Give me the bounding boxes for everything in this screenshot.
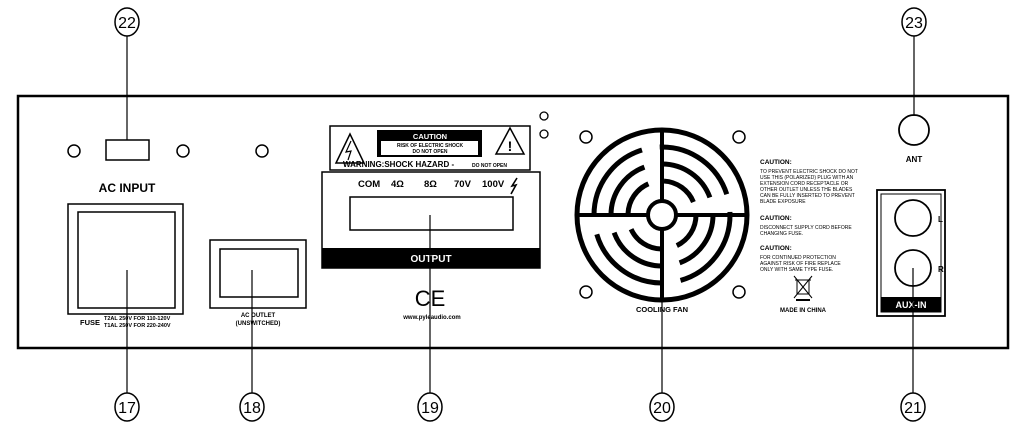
caution-3-line: ONLY WITH SAME TYPE FUSE. xyxy=(760,267,833,273)
callout-21-number: 21 xyxy=(904,400,922,417)
fuse-rating-1: T2AL 250V FOR 110-120V xyxy=(104,316,171,322)
caution-1-line: BLADE EXPOSURE xyxy=(760,199,806,205)
callout-21: 21 xyxy=(900,268,926,422)
output-label: OUTPUT xyxy=(410,254,451,265)
fan-screw xyxy=(579,285,593,299)
caution-block-2: CAUTION: DISCONNECT SUPPLY CORD BEFORE C… xyxy=(760,215,852,237)
caution-1-line: CAN BE FULLY INSERTED TO PREVENT xyxy=(760,193,855,199)
terminal-100v: 100V xyxy=(482,179,505,190)
caution-2-line: DISCONNECT SUPPLY CORD BEFORE xyxy=(760,225,852,231)
ac-input-socket-frame xyxy=(67,203,184,315)
aux-left-label: L xyxy=(938,215,943,224)
caution-1-title: CAUTION: xyxy=(760,159,792,166)
risk-text: RISK OF ELECTRIC SHOCK xyxy=(397,143,464,149)
callout-18-number: 18 xyxy=(243,400,261,417)
ac-outlet-label: AC OUTLET xyxy=(241,313,276,319)
ac-outlet-frame xyxy=(209,239,307,309)
caution-3-line: AGAINST RISK OF FIRE REPLACE xyxy=(760,261,841,267)
fan-screw xyxy=(579,130,593,144)
aux-in-panel: L R AUX-IN xyxy=(876,189,946,317)
chassis-outline xyxy=(16,94,1010,350)
screw-hole xyxy=(539,129,549,139)
callout-17: 17 xyxy=(114,270,140,422)
caution-1-line: TO PREVENT ELECTRIC SHOCK DO NOT xyxy=(760,169,858,175)
ac-outlet-socket[interactable] xyxy=(219,248,299,298)
caution-2-title: CAUTION: xyxy=(760,215,792,222)
callout-19: 19 xyxy=(417,215,443,422)
lightning-warning-icon xyxy=(334,132,366,164)
screw-hole xyxy=(176,144,190,158)
fan-screw xyxy=(732,130,746,144)
aux-right-label: R xyxy=(938,265,944,274)
callout-18: 18 xyxy=(239,270,265,422)
made-in-china: MADE IN CHINA xyxy=(780,308,827,314)
callout-20-number: 20 xyxy=(653,400,671,417)
shock-hazard-text: WARNING:SHOCK HAZARD - xyxy=(343,160,454,169)
speaker-terminal-block[interactable] xyxy=(349,196,514,231)
fuse-label: FUSE xyxy=(80,318,100,327)
do-not-open-text: DO NOT OPEN xyxy=(412,149,447,155)
terminal-4ohm: 4Ω xyxy=(391,179,404,190)
screw-hole xyxy=(67,144,81,158)
callout-20: 20 xyxy=(649,229,675,422)
lightning-bolt-icon xyxy=(344,140,352,161)
terminal-8ohm: 8Ω xyxy=(424,179,437,190)
callout-17-number: 17 xyxy=(118,400,136,417)
screw-hole xyxy=(255,144,269,158)
callout-19-number: 19 xyxy=(421,400,439,417)
callout-22: 22 xyxy=(114,7,140,140)
ac-input-label: AC INPUT xyxy=(99,181,156,195)
caution-2-line: CHANGING FUSE. xyxy=(760,231,803,237)
antenna-label: ANT xyxy=(906,155,923,164)
output-label-bar xyxy=(322,248,540,268)
fan-screw xyxy=(732,285,746,299)
output-terminal-labels: COM 4Ω 8Ω 70V 100V xyxy=(358,177,518,195)
callout-22-number: 22 xyxy=(118,15,136,32)
antenna-jack[interactable] xyxy=(898,114,930,146)
terminal-com: COM xyxy=(358,179,380,190)
aux-left-jack[interactable] xyxy=(894,199,932,237)
shock-warning-label: CAUTION RISK OF ELECTRIC SHOCK DO NOT OP… xyxy=(329,125,531,171)
caution-1-line: EXTENSION CORD RECEPTACLE OR xyxy=(760,181,849,187)
shock-hazard-do-not-open: DO NOT OPEN xyxy=(472,163,507,169)
callout-23-number: 23 xyxy=(905,15,923,32)
caution-1-line: USE THIS (POLARIZED) PLUG WITH AN xyxy=(760,175,854,181)
fan-hub xyxy=(646,199,678,231)
caution-3-line: FOR CONTINUED PROTECTION xyxy=(760,255,836,261)
fuse-rating-2: T1AL 250V FOR 220-240V xyxy=(104,323,171,329)
callout-23: 23 xyxy=(901,7,927,116)
terminal-70v: 70V xyxy=(454,179,472,190)
exclamation-warning-icon xyxy=(494,126,526,155)
screw-hole xyxy=(539,111,549,121)
voltage-selector-switch[interactable] xyxy=(105,139,150,161)
aux-in-label: AUX-IN xyxy=(896,300,927,310)
caution-1-line: OTHER OUTLET UNLESS THE BLADES xyxy=(760,187,853,193)
caution-3-title: CAUTION: xyxy=(760,245,792,252)
caution-block-1: CAUTION: TO PREVENT ELECTRIC SHOCK DO NO… xyxy=(760,159,858,205)
website: www.pyleaudio.com xyxy=(402,315,460,321)
caution-title: CAUTION xyxy=(413,132,447,141)
svg-text:!: ! xyxy=(508,138,513,154)
weee-bin-icon xyxy=(793,275,813,301)
ac-outlet-sublabel: (UNSWITCHED) xyxy=(236,321,281,327)
caution-block-3: CAUTION: FOR CONTINUED PROTECTION AGAINS… xyxy=(760,245,841,273)
lightning-icon xyxy=(510,177,518,195)
